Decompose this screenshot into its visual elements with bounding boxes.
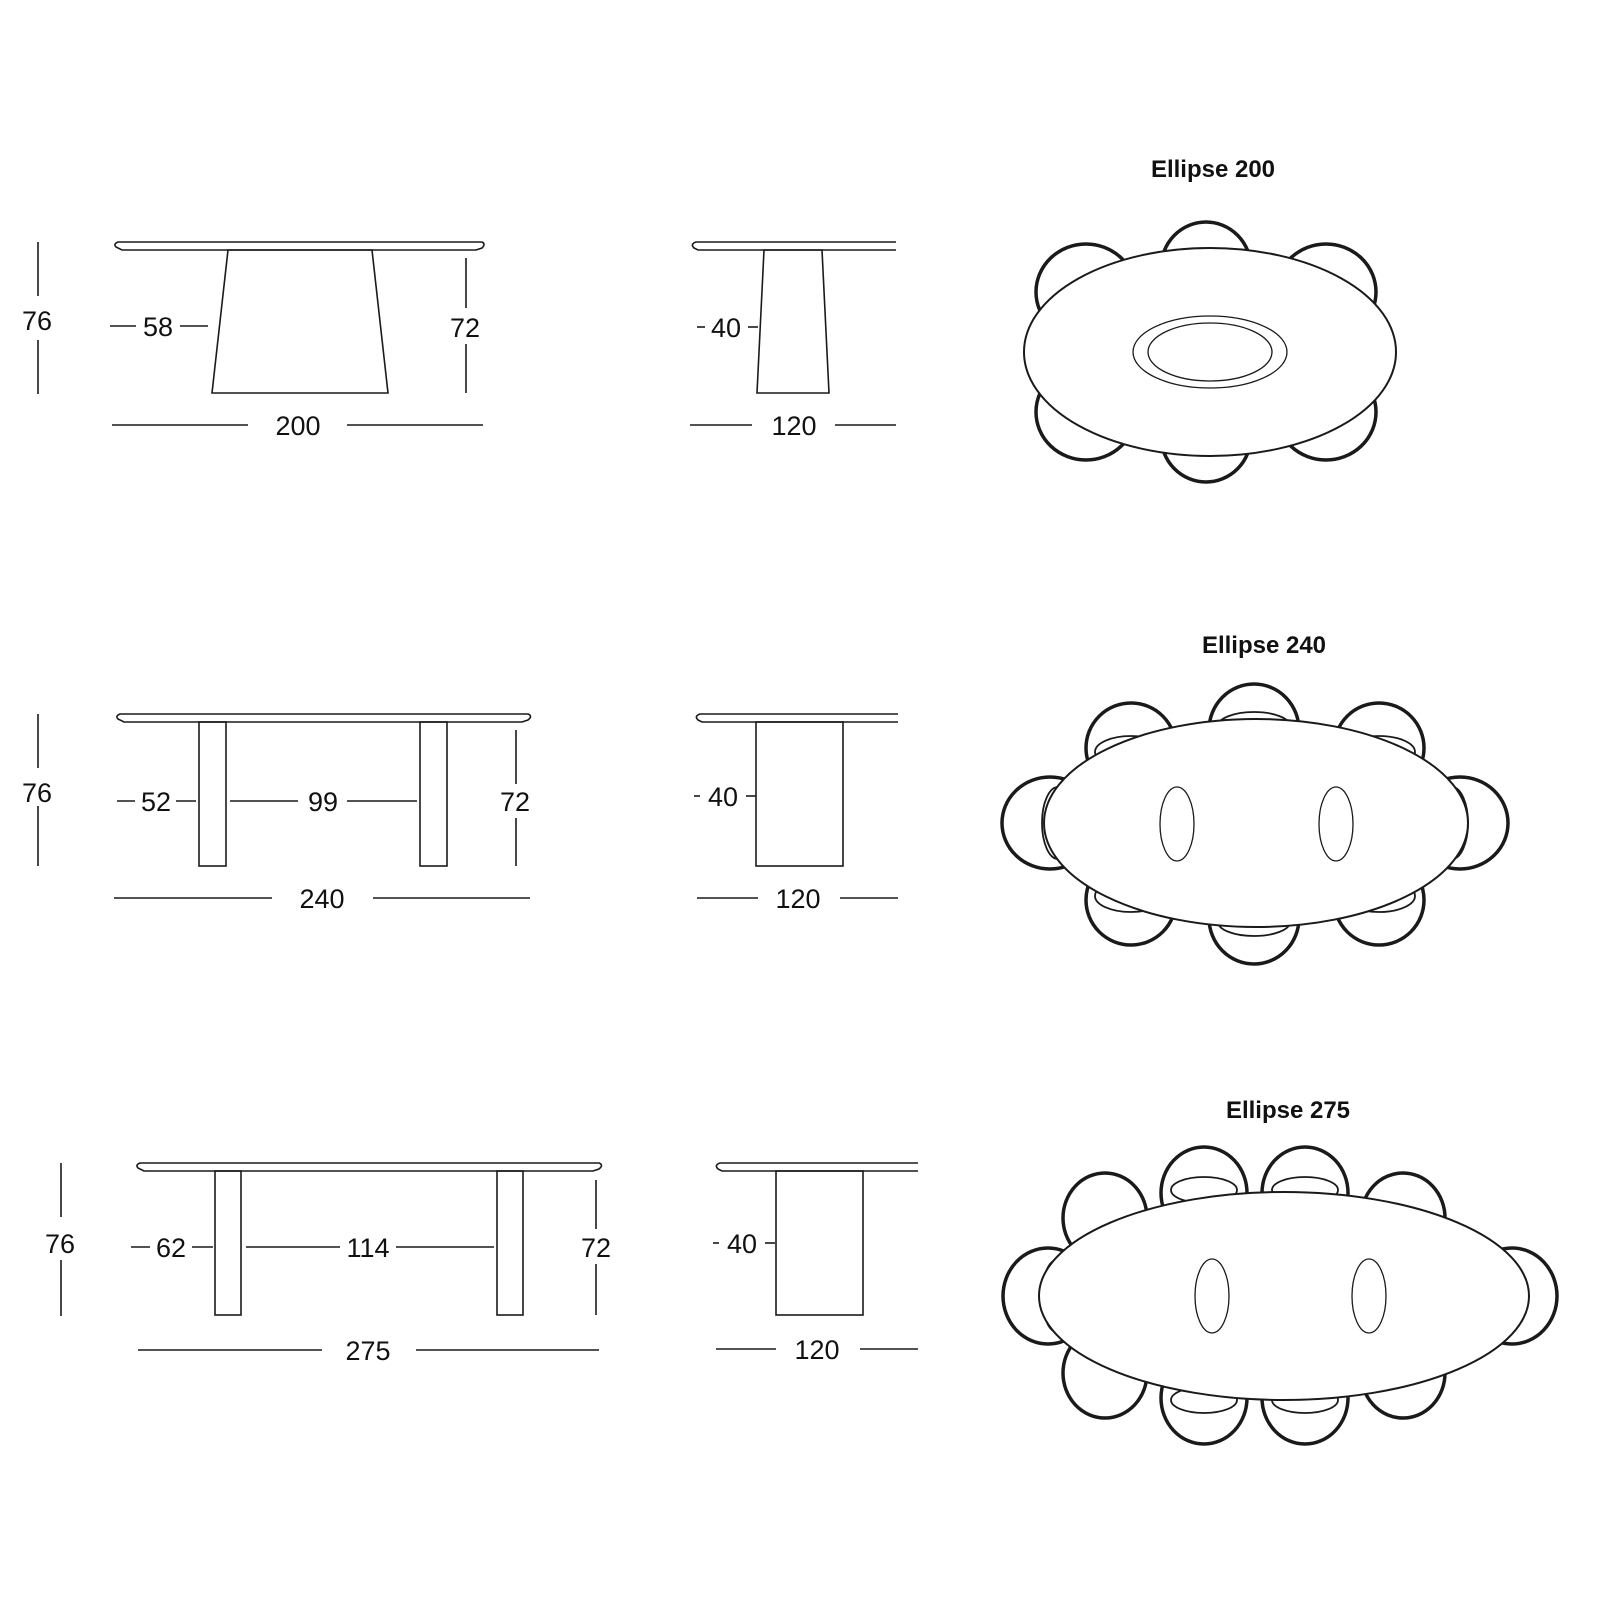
end-leg-width-label: 40 bbox=[711, 313, 741, 343]
length-label: 275 bbox=[345, 1336, 390, 1366]
plan-title: Ellipse 275 bbox=[1226, 1097, 1350, 1124]
plan-title: Ellipse 200 bbox=[1151, 156, 1275, 183]
plan-view-275: Ellipse 275 bbox=[1001, 1097, 1559, 1446]
end-elevation-200: 40 120 bbox=[690, 241, 896, 441]
total-height-label: 76 bbox=[45, 1229, 75, 1259]
leg-height-label: 72 bbox=[500, 787, 530, 817]
leg-width-label: 58 bbox=[143, 312, 173, 342]
length-label: 200 bbox=[275, 411, 320, 441]
row-ellipse-275: 76 62 114 72 275 40 120 bbox=[45, 1097, 1559, 1446]
total-height-label: 76 bbox=[22, 306, 52, 336]
table-top bbox=[1038, 1191, 1530, 1401]
side-elevation-200: 76 58 72 200 bbox=[22, 241, 485, 441]
base-outline-inner bbox=[1147, 322, 1273, 382]
leg-spacing-label: 114 bbox=[346, 1233, 389, 1263]
leg-spacing-label: 99 bbox=[308, 787, 338, 817]
end-leg-width-label: 40 bbox=[727, 1229, 757, 1259]
row-ellipse-240: 76 52 99 72 240 40 120 bbox=[22, 632, 1510, 966]
end-leg-width-label: 40 bbox=[708, 782, 738, 812]
leg-offset-label: 52 bbox=[141, 787, 171, 817]
base-outline-outer bbox=[1132, 315, 1288, 389]
end-elevation-275: 40 120 bbox=[713, 1162, 918, 1365]
leg-footprint bbox=[1194, 1258, 1230, 1334]
row-ellipse-200: 76 58 72 200 40 120 Ellipse 20 bbox=[22, 156, 1397, 484]
leg-footprint bbox=[1318, 786, 1354, 862]
width-label: 120 bbox=[794, 1335, 839, 1365]
side-elevation-275: 76 62 114 72 275 bbox=[45, 1162, 611, 1366]
leg-offset-label: 62 bbox=[156, 1233, 186, 1263]
leg-footprint bbox=[1159, 786, 1195, 862]
table-top bbox=[1043, 718, 1469, 928]
plan-view-200: Ellipse 200 bbox=[1023, 156, 1397, 484]
leg-footprint bbox=[1351, 1258, 1387, 1334]
end-elevation-240: 40 120 bbox=[694, 713, 898, 914]
length-label: 240 bbox=[299, 884, 344, 914]
plan-title: Ellipse 240 bbox=[1202, 632, 1326, 659]
width-label: 120 bbox=[771, 411, 816, 441]
table-top bbox=[1023, 247, 1397, 457]
total-height-label: 76 bbox=[22, 778, 52, 808]
leg-height-label: 72 bbox=[581, 1233, 611, 1263]
side-elevation-240: 76 52 99 72 240 bbox=[22, 713, 532, 914]
leg-height-label: 72 bbox=[450, 313, 480, 343]
width-label: 120 bbox=[775, 884, 820, 914]
plan-view-240: Ellipse 240 bbox=[1000, 632, 1510, 966]
